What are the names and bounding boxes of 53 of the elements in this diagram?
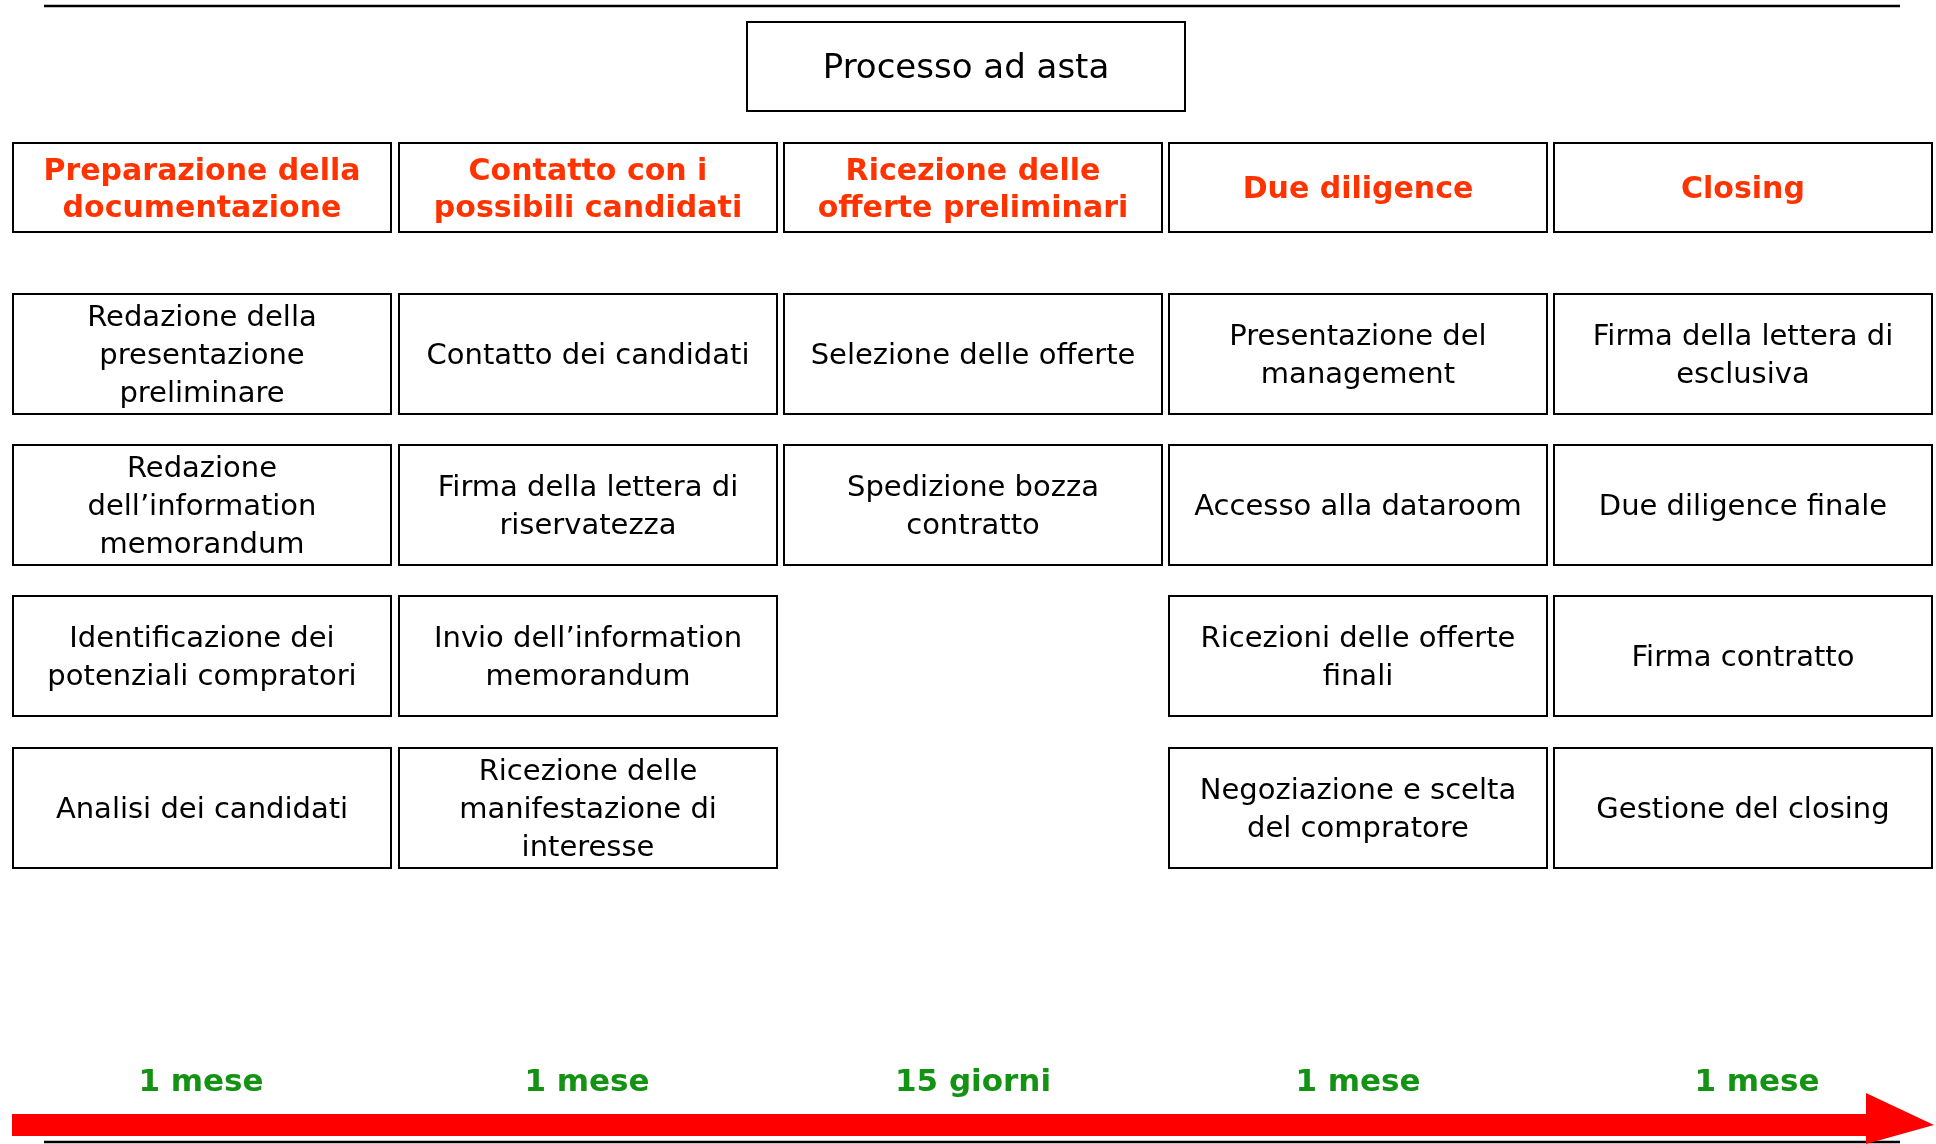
task-box [1553, 293, 1933, 415]
title-text: Processo ad asta [822, 48, 1110, 85]
task-box [12, 595, 392, 717]
task-text: Analisi dei candidati [55, 790, 349, 827]
task-box [1168, 595, 1548, 717]
task-box [12, 293, 392, 415]
task-box [12, 747, 392, 869]
task-text: Identificazione dei potenziali compratori [46, 619, 358, 694]
task-text: Firma della lettera di esclusiva [1591, 317, 1895, 392]
duration-label: 1 mese [1693, 1062, 1821, 1098]
task-box [398, 444, 778, 566]
title-box [746, 21, 1186, 112]
task-text: Gestione del closing [1596, 790, 1890, 827]
task-text: Firma contratto [1631, 638, 1855, 675]
task-text: Accesso alla dataroom [1194, 487, 1522, 524]
task-box [1168, 293, 1548, 415]
phase-title: Preparazione della documentazione [42, 150, 362, 225]
task-text: Presentazione del management [1228, 317, 1488, 392]
phase-header-box [1553, 142, 1933, 233]
phase-header-box [12, 142, 392, 233]
duration-label: 15 giorni [894, 1062, 1052, 1098]
task-text: Spedizione bozza contratto [846, 468, 1100, 543]
task-box [1553, 444, 1933, 566]
task-text: Redazione dell’information memorandum [86, 449, 318, 562]
task-box [398, 293, 778, 415]
task-text: Negoziazione e scelta del compratore [1198, 771, 1518, 846]
task-text: Invio dell’information memorandum [432, 619, 744, 694]
task-text: Redazione della presentazione preliminare [86, 298, 318, 411]
phase-title: Contatto con i possibili candidati [432, 150, 744, 225]
phase-header-box [398, 142, 778, 233]
task-text: Ricezione delle manifestazione di interesse [458, 752, 718, 865]
task-box [1553, 747, 1933, 869]
task-text: Due diligence finale [1598, 487, 1888, 524]
phase-header-box [783, 142, 1163, 233]
task-box [1168, 444, 1548, 566]
duration-label: 1 mese [523, 1062, 651, 1098]
task-text: Selezione delle offerte [810, 336, 1136, 373]
task-text: Ricezioni delle offerte finali [1199, 619, 1517, 694]
task-text: Firma della lettera di riservatezza [436, 468, 740, 543]
task-box [1168, 747, 1548, 869]
task-text: Contatto dei candidati [426, 336, 750, 373]
phase-header-box [1168, 142, 1548, 233]
task-box [783, 444, 1163, 566]
task-box [12, 444, 392, 566]
phase-title: Closing [1681, 169, 1805, 206]
task-box [783, 293, 1163, 415]
task-box [1553, 595, 1933, 717]
duration-label: 1 mese [1294, 1062, 1422, 1098]
task-box [398, 595, 778, 717]
duration-label: 1 mese [137, 1062, 265, 1098]
task-box [398, 747, 778, 869]
phase-title: Ricezione delle offerte preliminari [816, 150, 1130, 225]
phase-title: Due diligence [1242, 169, 1474, 206]
